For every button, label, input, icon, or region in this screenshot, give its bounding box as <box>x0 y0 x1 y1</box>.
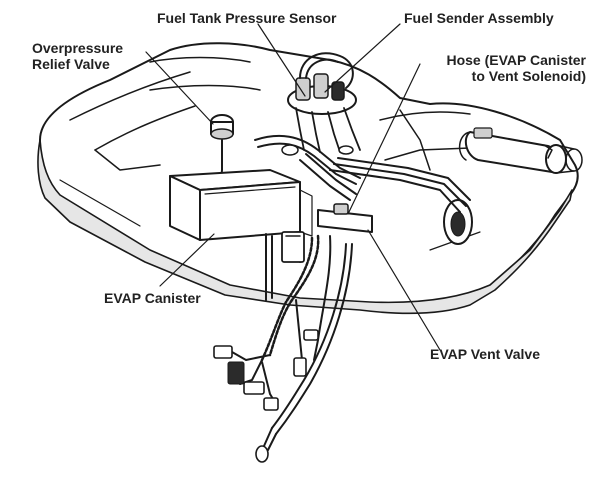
label-text-line2: Relief Valve <box>32 56 110 72</box>
leader-lines <box>145 23 441 351</box>
leader-overpressure-valve <box>145 51 214 125</box>
label-overpressure-relief-valve: Overpressure Relief Valve <box>32 40 123 72</box>
label-text-line1: Overpressure <box>32 40 124 56</box>
label-text-line2: to Vent Solenoid) <box>471 68 586 84</box>
label-text: Fuel Sender Assembly <box>404 10 554 26</box>
label-hose-evap-canister-to-vent-solenoid: Hose (EVAP Canister to Vent Solenoid) <box>446 52 586 84</box>
filler-neck <box>458 127 583 174</box>
fuel-sender-cluster <box>281 52 361 156</box>
label-evap-canister: EVAP Canister <box>104 290 201 306</box>
evap-canister-body <box>169 169 313 241</box>
wiring-harness <box>213 234 353 463</box>
label-text: Fuel Tank Pressure Sensor <box>157 10 337 26</box>
label-text: EVAP Vent Valve <box>430 346 540 362</box>
label-text-line1: Hose (EVAP Canister <box>446 52 586 68</box>
leader-evap-canister <box>159 233 215 287</box>
label-fuel-sender-assembly: Fuel Sender Assembly <box>404 10 554 26</box>
label-evap-vent-valve: EVAP Vent Valve <box>430 346 540 362</box>
evap-vent-valve-part <box>281 203 373 263</box>
label-fuel-tank-pressure-sensor: Fuel Tank Pressure Sensor <box>157 10 336 26</box>
leader-pressure-sensor <box>257 23 306 97</box>
leader-hose <box>347 63 421 215</box>
leader-evap-vent-valve <box>367 229 441 351</box>
leader-sender-assembly <box>324 23 401 93</box>
tank-sump <box>443 199 473 245</box>
fuel-tank <box>37 42 579 315</box>
label-text: EVAP Canister <box>104 290 201 306</box>
